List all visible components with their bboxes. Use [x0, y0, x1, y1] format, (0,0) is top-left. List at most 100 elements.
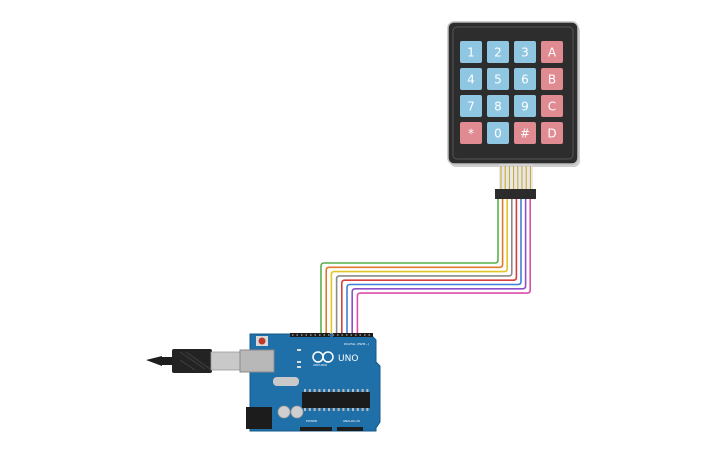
chip-leg [352, 408, 354, 411]
key-5[interactable]: 5 [487, 68, 509, 90]
led-l [297, 349, 301, 351]
key-1[interactable]: 1 [460, 41, 482, 63]
wire[interactable] [320, 199, 499, 335]
board-brand: ARDUINO [313, 363, 328, 367]
header-pin [292, 334, 294, 336]
power-jack [246, 407, 272, 429]
header-pin [359, 334, 361, 336]
analog-label: ANALOG IN [343, 419, 360, 423]
header-pin [332, 334, 334, 336]
wire[interactable] [356, 199, 531, 335]
chip-leg [361, 408, 364, 411]
usb-cable-wire [160, 357, 174, 365]
chip-leg [356, 408, 359, 411]
wire-bundle [320, 199, 531, 335]
header-pin [296, 334, 298, 336]
key-7[interactable]: 7 [460, 95, 482, 117]
key-star[interactable]: * [460, 122, 482, 144]
led-tx [297, 361, 301, 363]
digital-header-2 [333, 333, 373, 337]
chip-leg [328, 389, 330, 392]
key-d[interactable]: D [541, 122, 563, 144]
analog-header [337, 427, 363, 431]
header-pin [368, 334, 370, 336]
key-3[interactable]: 3 [514, 41, 536, 63]
arduino-uno-board[interactable]: UNO ARDUINO DIGITAL (PWM~) POWER ANALOG … [239, 333, 381, 432]
chip-leg [337, 408, 340, 411]
key-face [541, 41, 563, 63]
board-model: UNO [338, 354, 358, 364]
wire[interactable] [351, 199, 527, 335]
chip-leg [366, 389, 369, 392]
header-pin [341, 334, 343, 336]
chip-leg [347, 389, 350, 392]
key-face [487, 41, 509, 63]
header-pin [355, 334, 357, 336]
chip-leg [342, 408, 345, 411]
key-face [460, 122, 482, 144]
chip-leg [361, 389, 364, 392]
wire[interactable] [341, 199, 518, 335]
wire[interactable] [330, 199, 508, 335]
chip-leg [342, 389, 345, 392]
key-face [541, 122, 563, 144]
reset-button[interactable] [258, 337, 266, 345]
arduino-logo [312, 351, 334, 363]
key-4[interactable]: 4 [460, 68, 482, 90]
key-face [487, 95, 509, 117]
key-face [487, 122, 509, 144]
wire[interactable] [346, 199, 522, 335]
key-c[interactable]: C [541, 95, 563, 117]
chip-leg [328, 408, 330, 411]
ribbon-pins [500, 166, 531, 190]
usb-plug-metal [210, 351, 242, 371]
crystal [273, 377, 299, 386]
key-face [514, 122, 536, 144]
key-2[interactable]: 2 [487, 41, 509, 63]
key-face [460, 68, 482, 90]
header-pin [314, 334, 316, 336]
chip-leg [347, 408, 350, 411]
key-0[interactable]: 0 [487, 122, 509, 144]
key-9[interactable]: 9 [514, 95, 536, 117]
key-8[interactable]: 8 [487, 95, 509, 117]
chip-leg [308, 408, 311, 411]
usb-cable[interactable] [146, 349, 242, 373]
chip-leg [318, 389, 321, 392]
chip-leg [337, 389, 340, 392]
keypad-ribbon [499, 164, 533, 190]
usb-cable-end [146, 356, 162, 366]
digital-label: DIGITAL (PWM~) [344, 342, 369, 346]
key-label: 6 [521, 73, 529, 87]
keypad-border [452, 26, 574, 160]
wire[interactable] [325, 199, 504, 335]
key-label: 2 [494, 46, 502, 60]
header-pin [350, 334, 352, 336]
key-b[interactable]: B [541, 68, 563, 90]
keypad-connector[interactable] [495, 189, 536, 199]
key-face [541, 68, 563, 90]
chip-leg [323, 389, 326, 392]
wire[interactable] [335, 199, 513, 335]
key-6[interactable]: 6 [514, 68, 536, 90]
chip-leg [366, 408, 369, 411]
header-pin [323, 334, 325, 336]
key-a[interactable]: A [541, 41, 563, 63]
chip-leg [304, 408, 306, 411]
key-label: 0 [494, 127, 502, 141]
key-label: 3 [521, 46, 529, 60]
header-pin [328, 334, 330, 336]
key-face [460, 41, 482, 63]
key-hash[interactable]: # [514, 122, 536, 144]
chip-leg [313, 389, 316, 392]
microcontroller-chip [302, 392, 370, 408]
chip-leg [352, 389, 354, 392]
led-rx [297, 366, 301, 368]
key-face [460, 95, 482, 117]
key-face [541, 95, 563, 117]
key-face [514, 68, 536, 90]
header-pins [292, 334, 370, 336]
key-label: 8 [494, 100, 502, 114]
